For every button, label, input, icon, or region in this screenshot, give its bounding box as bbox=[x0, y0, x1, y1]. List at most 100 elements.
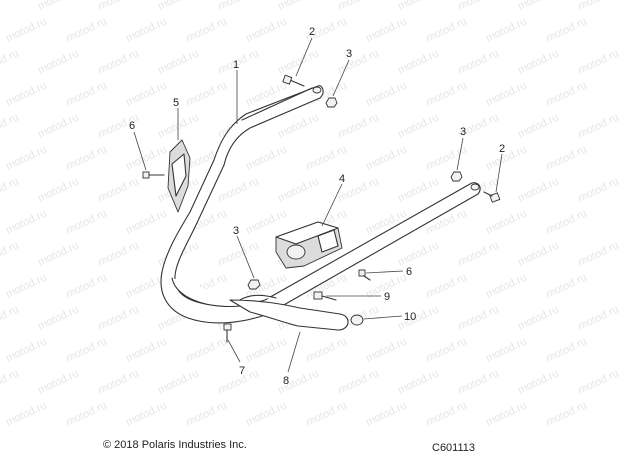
watermark-text: motod.ru bbox=[244, 335, 288, 364]
bolt-part-2-right bbox=[483, 191, 501, 203]
watermark-text: motod.ru bbox=[484, 207, 528, 236]
callout-9: 9 bbox=[384, 291, 390, 303]
watermark-text: motod.ru bbox=[576, 47, 620, 76]
nut-part-3-right bbox=[450, 171, 463, 182]
watermark-text: motod.ru bbox=[396, 303, 440, 332]
watermark-text: motod.ru bbox=[364, 15, 408, 44]
watermark-text: motod.ru bbox=[216, 0, 260, 13]
callout-2-right: 2 bbox=[499, 143, 505, 155]
watermark-text: motod.ru bbox=[244, 15, 288, 44]
watermark-text: motod.ru bbox=[576, 111, 620, 140]
watermark-text: motod.ru bbox=[396, 367, 440, 396]
watermark-text: motod.ru bbox=[124, 143, 168, 172]
watermark-text: motod.ru bbox=[304, 399, 348, 428]
watermark-text: motod.ru bbox=[156, 47, 200, 76]
watermark-text: motod.ru bbox=[36, 175, 80, 204]
callout-labels: 1 2 3 5 6 4 3 2 3 6 9 10 7 8 bbox=[129, 26, 505, 387]
watermark-text: motod.ru bbox=[456, 239, 500, 268]
watermark-text: motod.ru bbox=[364, 335, 408, 364]
bolt-part-7 bbox=[223, 323, 232, 343]
watermark-text: motod.ru bbox=[456, 47, 500, 76]
watermark-text: motod.ru bbox=[516, 303, 560, 332]
watermark-text: motod.ru bbox=[36, 0, 80, 13]
watermark-text: motod.ru bbox=[576, 367, 620, 396]
watermark-text: motod.ru bbox=[516, 0, 560, 13]
callout-2-upper: 2 bbox=[309, 26, 315, 38]
watermark-text: motod.ru bbox=[484, 399, 528, 428]
leader-lines bbox=[133, 37, 503, 373]
watermark-text: motod.ru bbox=[216, 239, 260, 268]
watermark-text: motod.ru bbox=[364, 399, 408, 428]
watermark-text: motod.ru bbox=[64, 335, 108, 364]
watermark-text: motod.ru bbox=[96, 0, 140, 13]
watermark-text: motod.ru bbox=[576, 175, 620, 204]
watermark-text: motod.ru bbox=[516, 239, 560, 268]
plate-part-5 bbox=[167, 139, 191, 213]
watermark-text: motod.ru bbox=[484, 79, 528, 108]
watermark-text: motod.ru bbox=[336, 0, 380, 13]
watermark-text: motod.ru bbox=[64, 399, 108, 428]
watermark-text: motod.ru bbox=[396, 239, 440, 268]
watermark-text: motod.ru bbox=[484, 335, 528, 364]
watermark-text: motod.ru bbox=[396, 175, 440, 204]
watermark-text: motod.ru bbox=[4, 399, 48, 428]
watermark-text: motod.ru bbox=[576, 0, 620, 13]
watermark-text: motod.ru bbox=[0, 0, 21, 13]
watermark-text: motod.ru bbox=[576, 303, 620, 332]
callout-1: 1 bbox=[233, 59, 239, 71]
watermark-text: motod.ru bbox=[36, 367, 80, 396]
watermark-text: motod.ru bbox=[64, 143, 108, 172]
watermark-text: motod.ru bbox=[4, 207, 48, 236]
watermark-text: motod.ru bbox=[276, 47, 320, 76]
watermark-text: motod.ru bbox=[96, 175, 140, 204]
callout-3-right: 3 bbox=[460, 126, 466, 138]
watermark-text: motod.ru bbox=[516, 111, 560, 140]
watermark-text: motod.ru bbox=[96, 239, 140, 268]
watermark-text: motod.ru bbox=[516, 47, 560, 76]
watermark-text: motod.ru bbox=[516, 175, 560, 204]
lower-tube-part-8 bbox=[229, 294, 349, 331]
watermark-text: motod.ru bbox=[64, 79, 108, 108]
callout-6-right: 6 bbox=[406, 266, 412, 278]
watermark-text: motod.ru bbox=[276, 0, 320, 13]
watermark-text: motod.ru bbox=[456, 0, 500, 13]
watermark-text: motod.ru bbox=[424, 335, 468, 364]
watermark-text: motod.ru bbox=[456, 367, 500, 396]
watermark-text: motod.ru bbox=[576, 239, 620, 268]
watermark-layer: motod.ru motod.ru motod.ru motod.ru motod.ru… bbox=[0, 0, 621, 429]
callout-3-upper: 3 bbox=[346, 48, 352, 60]
watermark-text: motod.ru bbox=[336, 47, 380, 76]
watermark-text: motod.ru bbox=[544, 207, 588, 236]
watermark-text: motod.ru bbox=[484, 143, 528, 172]
watermark-text: motod.ru bbox=[544, 143, 588, 172]
watermark-text: motod.ru bbox=[0, 175, 21, 204]
watermark-text: motod.ru bbox=[544, 15, 588, 44]
watermark-text: motod.ru bbox=[4, 79, 48, 108]
watermark-text: motod.ru bbox=[396, 0, 440, 13]
watermark-text: motod.ru bbox=[96, 303, 140, 332]
watermark-text: motod.ru bbox=[4, 15, 48, 44]
watermark-text: motod.ru bbox=[36, 47, 80, 76]
callout-3-lower: 3 bbox=[233, 225, 239, 237]
watermark-text: motod.ru bbox=[544, 399, 588, 428]
callout-7: 7 bbox=[239, 365, 245, 377]
nut-part-3-upper bbox=[325, 97, 338, 108]
watermark-text: motod.ru bbox=[244, 399, 288, 428]
watermark-text: motod.ru bbox=[516, 367, 560, 396]
watermark-text: motod.ru bbox=[0, 111, 21, 140]
watermark-text: motod.ru bbox=[124, 207, 168, 236]
watermark-text: motod.ru bbox=[184, 15, 228, 44]
watermark-text: motod.ru bbox=[4, 335, 48, 364]
watermark-text: motod.ru bbox=[4, 271, 48, 300]
watermark-text: motod.ru bbox=[424, 79, 468, 108]
watermark-text: motod.ru bbox=[156, 0, 200, 13]
watermark-text: motod.ru bbox=[4, 143, 48, 172]
bumper-tube-part-1 bbox=[160, 85, 481, 324]
watermark-text: motod.ru bbox=[124, 15, 168, 44]
watermark-text: motod.ru bbox=[336, 111, 380, 140]
watermark-text: motod.ru bbox=[36, 239, 80, 268]
watermark-text: motod.ru bbox=[124, 399, 168, 428]
bracket-part-4 bbox=[275, 221, 343, 269]
bolt-part-6-left bbox=[142, 171, 165, 179]
watermark-text: motod.ru bbox=[124, 79, 168, 108]
